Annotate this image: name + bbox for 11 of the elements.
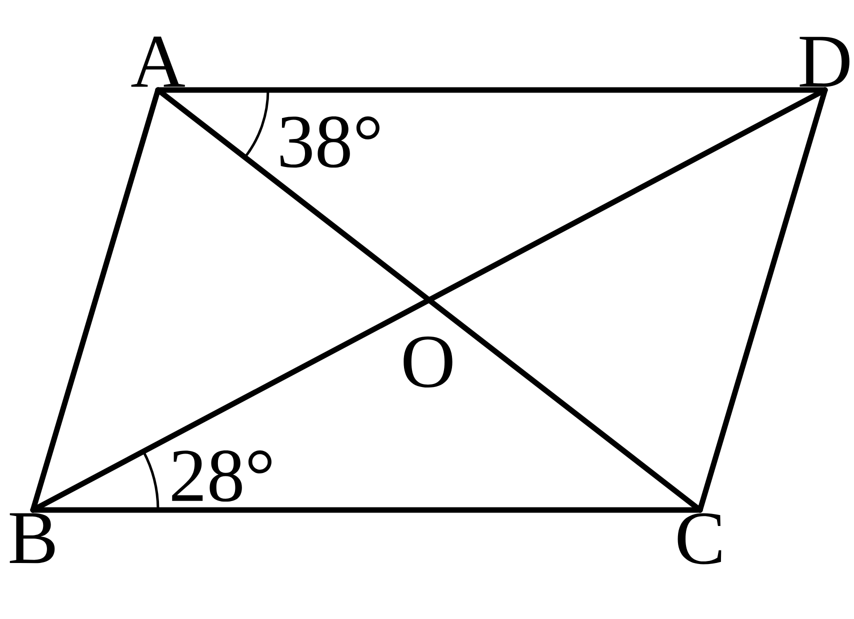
label: 28° [172,450,272,502]
vertex-label: D [800,36,850,87]
line-segment [30,507,703,513]
line-segment [155,87,828,93]
line-segment [155,87,703,513]
vertex-label: B [10,513,55,564]
label: O [404,336,452,388]
line-segment [30,87,828,513]
vertex-label: C [678,513,722,564]
vertex-label: A [131,36,185,87]
label: 38° [280,116,380,168]
